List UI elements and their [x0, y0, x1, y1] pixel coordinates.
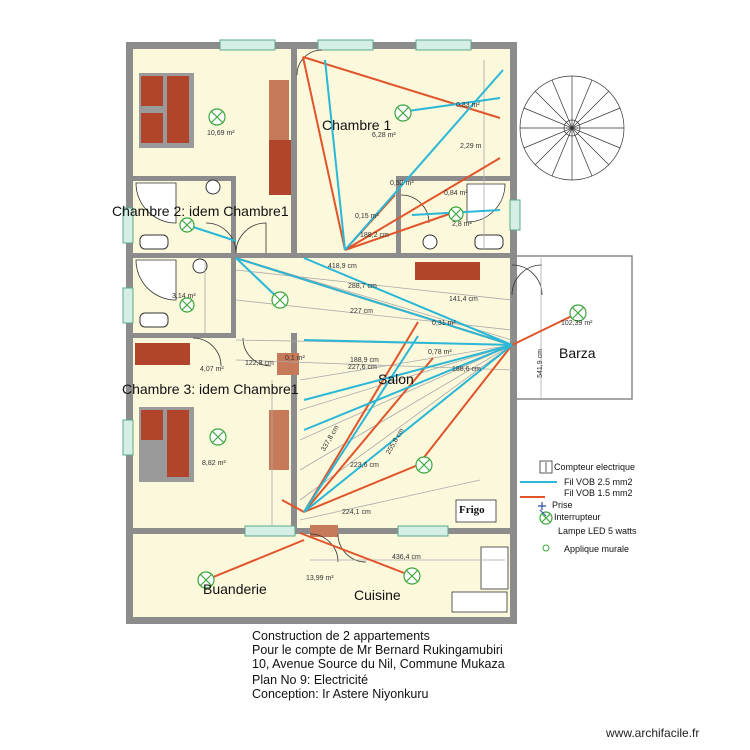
windows: [122, 39, 521, 537]
watermark: www.archifacile.fr: [606, 726, 700, 740]
area-label: 0,31 m²: [432, 320, 456, 327]
plan-number: Plan No 9: Electricité: [252, 673, 369, 687]
room-label-chambre3: Chambre 3: idem Chambre1: [122, 381, 299, 397]
area-label: 2,8 m²: [452, 221, 472, 228]
doors: [192, 49, 543, 563]
title-block: Construction de 2 appartements Pour le c…: [252, 629, 505, 701]
dimension-label: 227 cm: [350, 308, 373, 315]
area-label: 10,69 m²: [207, 130, 235, 137]
room-label-buanderie: Buanderie: [203, 581, 267, 597]
area-label: 102,39 m²: [561, 320, 593, 327]
switch-icon: [539, 509, 547, 517]
legend-wall-light: Applique murale: [564, 544, 630, 554]
area-label: 13,99 m²: [306, 575, 334, 582]
lamp-icon-barza: [569, 304, 587, 322]
wires-1-5mm: [205, 56, 579, 581]
client-line: Pour le compte de Mr Bernard Rukingamubi…: [252, 643, 503, 657]
dimension-label: 418,9 cm: [328, 263, 357, 270]
dimension-label: 2,29 m: [460, 143, 482, 150]
area-label: 0,83 m²: [456, 102, 480, 109]
area-label: 0,78 m²: [428, 349, 452, 356]
legend-wire-25: Fil VOB 2.5 mm2: [564, 477, 633, 487]
spiral-staircase: [519, 75, 625, 181]
room-label-cuisine: Cuisine: [354, 587, 401, 603]
lamp-icons: [179, 104, 587, 589]
lamp-icon-cuisine: [403, 567, 421, 585]
area-label: 6,28 m²: [372, 132, 396, 139]
dimension-label: 122,8 cm: [245, 360, 274, 367]
legend-symbols: [520, 460, 557, 552]
lamp-icon-legend: [539, 511, 553, 525]
area-label: 3,14 m²: [172, 293, 196, 300]
room-label-barza: Barza: [559, 345, 596, 361]
wires-2-5mm: [186, 59, 557, 513]
wall-light-icon: [542, 544, 550, 552]
dimension-label: 223,6 cm: [350, 462, 379, 469]
designer-line: Conception: Ir Astere Niyonkuru: [252, 687, 429, 701]
project-title: Construction de 2 appartements: [252, 629, 430, 643]
dimension-label: 188,6 cm: [452, 366, 481, 373]
lamp-icon-buanderie: [197, 571, 215, 589]
socket-icon: [538, 502, 546, 510]
dimension-label: 224,1 cm: [342, 509, 371, 516]
lamp-icon-chambre3: [209, 428, 227, 446]
area-label: 4,07 m²: [200, 366, 224, 373]
legend-wire-15: Fil VOB 1.5 mm2: [564, 488, 633, 498]
dimension-label: 227,6 cm: [348, 364, 377, 371]
area-label: 0,52 m²: [390, 180, 414, 187]
fridge-label: Frigo: [459, 504, 485, 516]
lamp-icon-bath1: [179, 217, 195, 233]
lamp-icon-wc: [179, 297, 195, 313]
legend-lamp: Lampe LED 5 watts: [558, 526, 637, 536]
area-label: 8,82 m²: [202, 460, 226, 467]
dimension-label: 188,2 cm: [360, 232, 389, 239]
dimension-label: 288,7 cm: [348, 283, 377, 290]
area-label: 0,15 m²: [355, 213, 379, 220]
lamp-icon-bath2: [448, 206, 464, 222]
furniture: [135, 73, 509, 613]
legend-socket: Prise: [552, 500, 573, 510]
dimension-label: 141,4 cm: [449, 296, 478, 303]
area-label: 0,1 m²: [285, 355, 305, 362]
lamp-icon-chambre2: [208, 108, 226, 126]
lamp-icon-chambre1: [394, 104, 412, 122]
dimension-label: 436,4 cm: [392, 554, 421, 561]
dimension-label: 541,9 cm: [536, 349, 544, 378]
legend-switch: Interrupteur: [554, 512, 601, 522]
room-label-salon: Salon: [378, 371, 414, 387]
lamp-icon-corridor: [271, 291, 289, 309]
address-line: 10, Avenue Source du Nil, Commune Mukaza: [252, 657, 505, 671]
area-label: 0,84 m²: [444, 190, 468, 197]
room-label-chambre2: Chambre 2: idem Chambre1: [112, 203, 289, 219]
dimension-label: 188,9 cm: [350, 357, 379, 364]
lamp-icon-salon: [415, 456, 433, 474]
legend-meter: Compteur electrique: [554, 462, 636, 472]
room-label-chambre1: Chambre 1: [322, 117, 392, 133]
